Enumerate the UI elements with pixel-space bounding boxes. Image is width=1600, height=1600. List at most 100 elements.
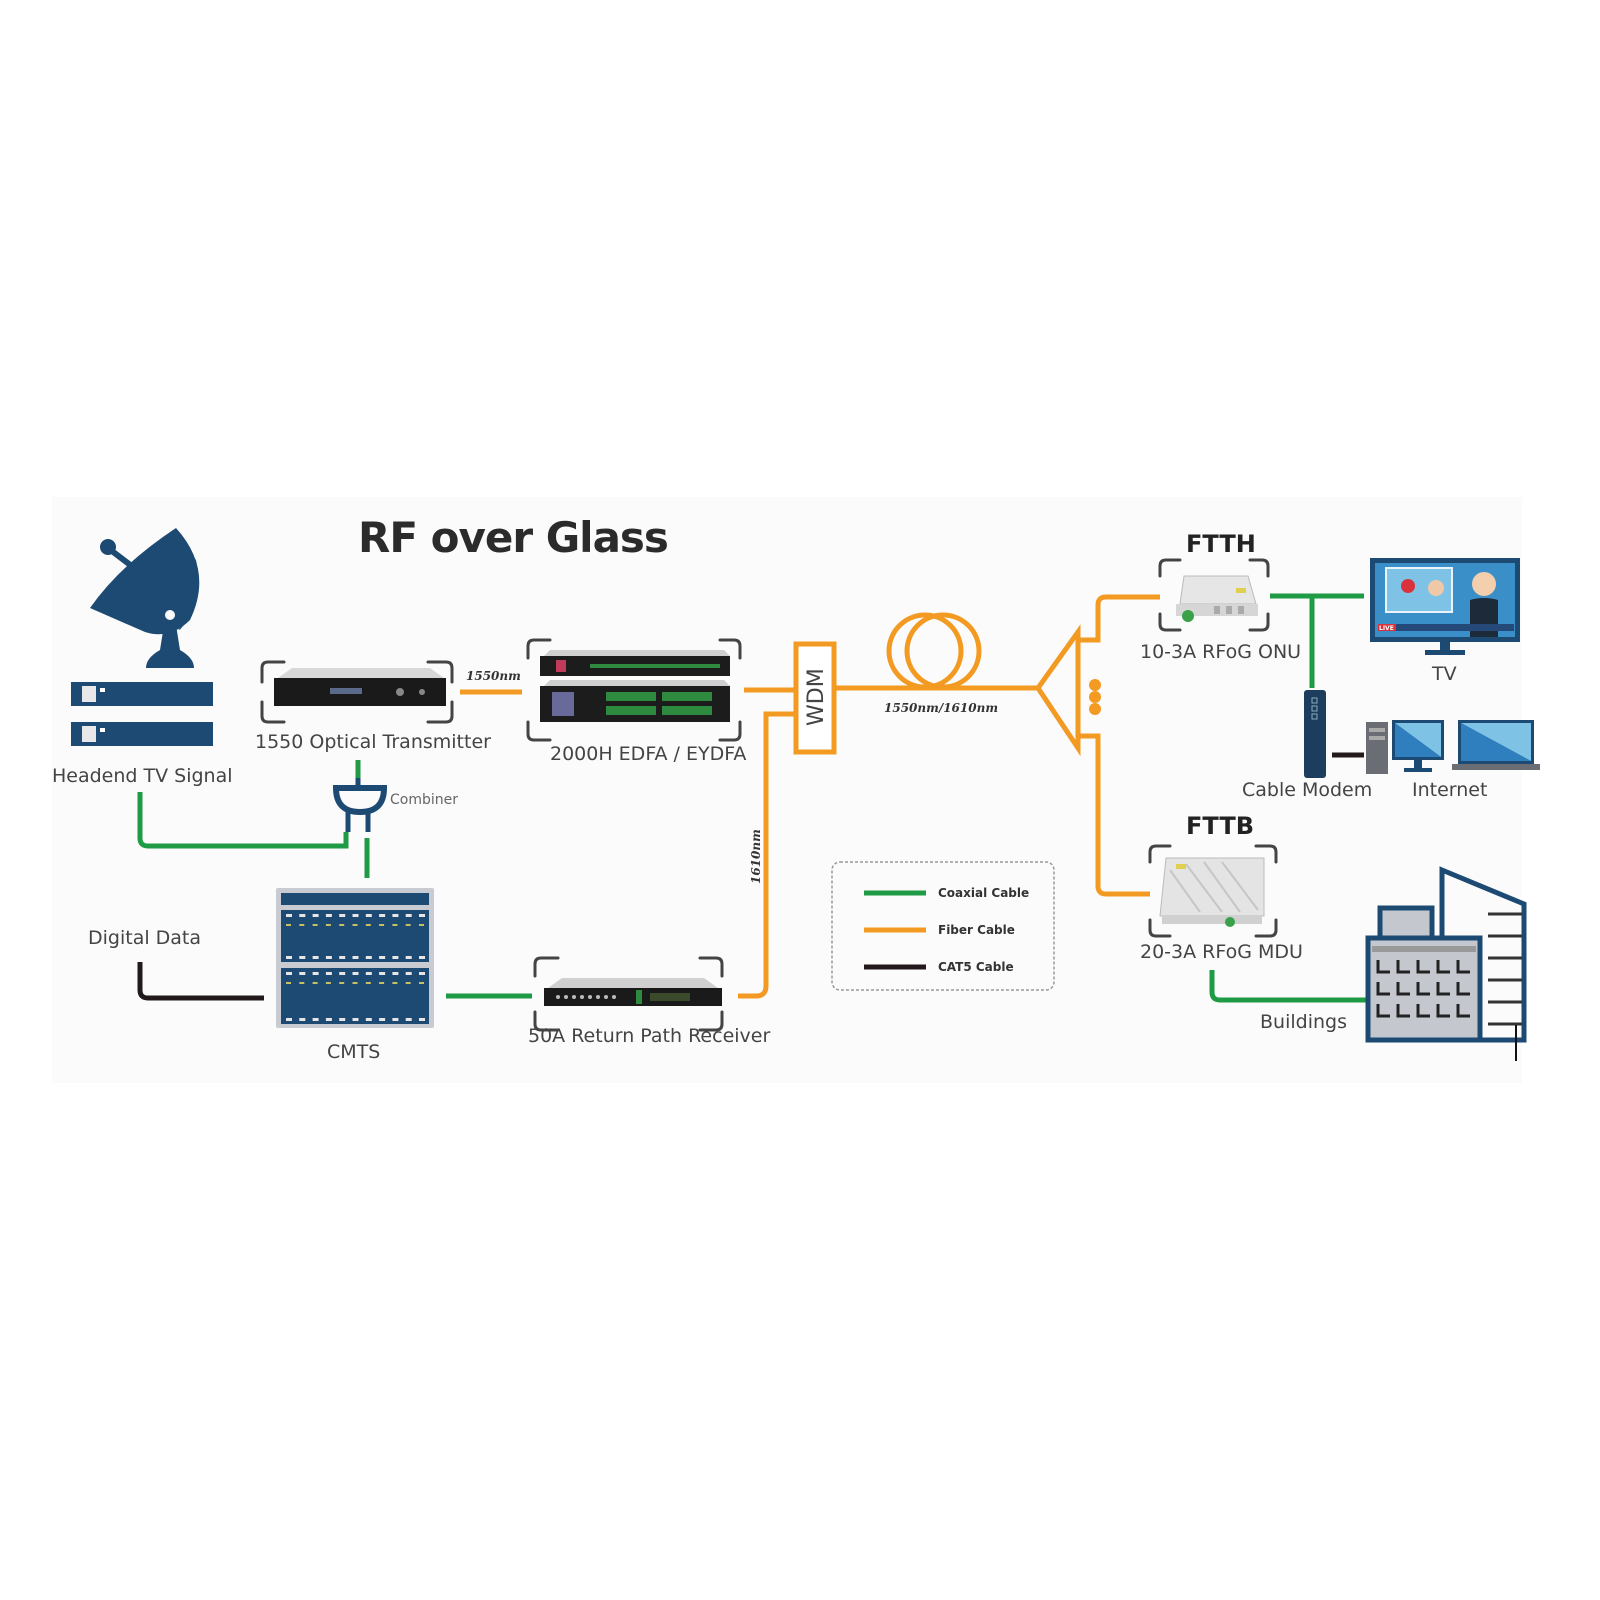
- cmts-port: [405, 972, 412, 975]
- cat5-digital-data: [137, 962, 264, 1001]
- onu-label: 10-3A RFoG ONU: [1140, 641, 1301, 663]
- cmts-port: [365, 972, 372, 975]
- laptop-icon: [1452, 720, 1540, 770]
- legend-label: Coaxial Cable: [938, 886, 1029, 900]
- fiber-return: [738, 711, 796, 999]
- cmts-led: [312, 924, 318, 926]
- cmts-port: [312, 914, 319, 917]
- cmts-led: [286, 924, 291, 926]
- cable-modem-icon: [1304, 690, 1326, 778]
- cmts-led: [405, 982, 411, 984]
- combiner-icon: [332, 778, 388, 832]
- cmts-led: [299, 982, 305, 984]
- building-window: [1436, 960, 1450, 974]
- cmts-port: [352, 956, 359, 959]
- building-window: [1396, 982, 1410, 996]
- building-window: [1436, 1004, 1450, 1018]
- cable-modem-label: Cable Modem: [1242, 779, 1372, 801]
- onu-device: [1158, 558, 1270, 632]
- ftth-heading: FTTH: [1186, 530, 1256, 558]
- cmts-port: [299, 1018, 306, 1021]
- mdu-label: 20-3A RFoG MDU: [1140, 941, 1303, 963]
- building-window: [1376, 1004, 1390, 1018]
- tv-label: TV: [1431, 663, 1457, 685]
- cmts-port: [325, 956, 332, 959]
- cmts-port: [405, 1018, 412, 1021]
- optical-transmitter: [260, 660, 454, 724]
- cmts-port: [325, 1018, 332, 1021]
- cmts-led: [339, 924, 345, 926]
- wdm-label: WDM: [804, 668, 829, 726]
- digital-data-label: Digital Data: [88, 927, 201, 949]
- coax-mdu-buildings: [1209, 970, 1368, 1003]
- building-window: [1456, 960, 1470, 974]
- cmts-port: [325, 972, 332, 975]
- edfa-amplifier: [526, 638, 742, 742]
- cmts-label: CMTS: [327, 1041, 380, 1063]
- cmts-port: [392, 972, 399, 975]
- wavelength-label-return: 1610nm: [749, 829, 763, 884]
- headend-rack-icon: [71, 682, 213, 746]
- tv-live-badge: LIVE: [1379, 625, 1394, 632]
- tv-icon: LIVE: [1370, 558, 1520, 655]
- cmts-port: [299, 956, 306, 959]
- cmts-port: [379, 1018, 386, 1021]
- cmts-port: [352, 914, 359, 917]
- cmts-port: [286, 972, 292, 975]
- building-window: [1396, 1004, 1410, 1018]
- cmts-port: [286, 956, 292, 959]
- cmts-port: [339, 956, 346, 959]
- cmts-led: [365, 924, 371, 926]
- cmts-led: [379, 924, 385, 926]
- building-window: [1416, 1004, 1430, 1018]
- edfa-label: 2000H EDFA / EYDFA: [550, 743, 746, 765]
- cmts-port: [339, 1018, 346, 1021]
- cmts-port: [339, 972, 346, 975]
- building-window: [1456, 982, 1470, 996]
- cmts-led: [352, 924, 358, 926]
- cmts-led: [392, 982, 398, 984]
- building-window: [1456, 1004, 1470, 1018]
- combiner-label: Combiner: [390, 792, 458, 808]
- cmts-chassis: [276, 888, 434, 1028]
- cmts-led: [392, 924, 398, 926]
- cmts-port: [419, 914, 425, 917]
- coax-onu-tv-modem: [1270, 593, 1364, 688]
- cmts-port: [286, 1018, 292, 1021]
- cmts-port: [299, 972, 306, 975]
- cmts-port: [419, 972, 425, 975]
- cmts-port: [392, 1018, 399, 1021]
- return-path-receiver: [533, 956, 724, 1032]
- building-window: [1396, 960, 1410, 974]
- cmts-port: [352, 972, 359, 975]
- wdm-box: WDM: [793, 641, 837, 755]
- coax-headend-combiner: [137, 792, 349, 849]
- headend-label: Headend TV Signal: [52, 765, 233, 787]
- internet-label: Internet: [1412, 779, 1487, 801]
- cmts-led: [379, 982, 385, 984]
- building-window: [1416, 960, 1430, 974]
- cmts-port: [379, 914, 386, 917]
- cmts-port: [392, 914, 399, 917]
- cmts-port: [299, 914, 306, 917]
- building-window: [1376, 960, 1390, 974]
- cmts-led: [419, 982, 424, 984]
- satellite-dish-icon: [90, 528, 200, 668]
- cmts-led: [325, 982, 331, 984]
- cmts-port: [419, 1018, 425, 1021]
- building-window: [1376, 982, 1390, 996]
- cmts-led: [286, 982, 291, 984]
- cmts-port: [325, 914, 332, 917]
- cmts-port: [379, 972, 386, 975]
- cmts-led: [299, 924, 305, 926]
- wavelength-label-tx: 1550nm: [466, 669, 521, 683]
- mdu-device: [1148, 844, 1278, 938]
- cmts-port: [312, 1018, 319, 1021]
- diagram-title: RF over Glass: [358, 513, 668, 562]
- cmts-port: [419, 956, 425, 959]
- cmts-port: [365, 914, 372, 917]
- cmts-port: [312, 956, 319, 959]
- cmts-port: [286, 914, 292, 917]
